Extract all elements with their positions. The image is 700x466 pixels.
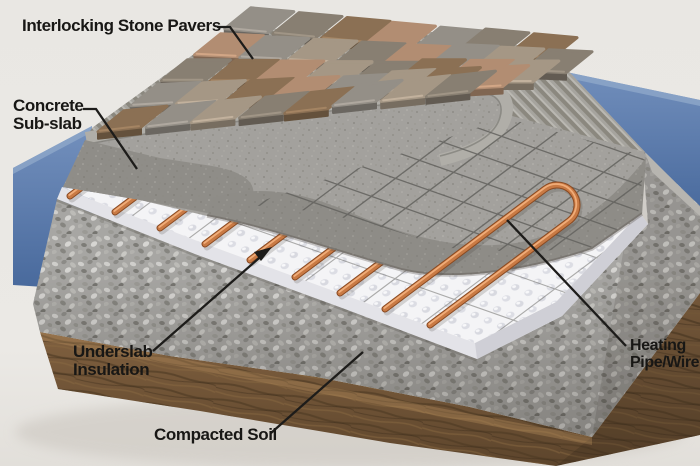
- leader-heating: [506, 219, 627, 347]
- label-heating-pipe-wire: Heating Pipe/Wire: [630, 337, 700, 372]
- heating-pipe-loop: [381, 181, 583, 332]
- leader-concrete: [83, 107, 138, 170]
- leader-lines: [83, 25, 627, 434]
- leader-soil: [270, 351, 364, 434]
- label-concrete-sub-slab: Concrete Sub-slab: [13, 96, 84, 134]
- label-heating-line2: Pipe/Wire: [630, 354, 700, 372]
- leader-pavers: [217, 25, 254, 60]
- insulation-top: [62, 187, 640, 343]
- label-interlocking-stone-pavers: Interlocking Stone Pavers: [22, 16, 221, 35]
- label-heating-line1: Heating: [630, 337, 686, 354]
- leader-insulation: [152, 251, 267, 352]
- label-concrete-line2: Sub-slab: [13, 114, 82, 134]
- label-underslab-insulation: Underslab Insulation: [73, 342, 153, 380]
- interlocking-stone-pavers: [96, 6, 594, 140]
- label-compacted-soil: Compacted Soil: [154, 425, 277, 444]
- label-concrete-line1: Concrete: [13, 96, 84, 115]
- label-insulation-line1: Underslab: [73, 342, 153, 361]
- label-insulation-line2: Insulation: [73, 360, 150, 380]
- slab-right-step: [645, 152, 700, 216]
- leader-insulation-arrowhead: [254, 247, 272, 261]
